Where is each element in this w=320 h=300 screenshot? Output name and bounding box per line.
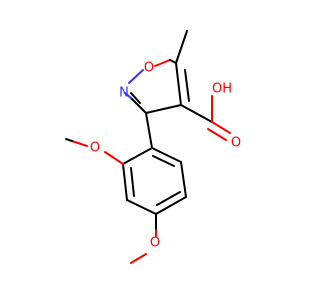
ring-nitrogen-label: N bbox=[119, 86, 129, 101]
isoxazole-ring bbox=[124, 59, 190, 114]
bond-ar-o-ortho bbox=[104, 151, 124, 165]
acid-hydroxyl-label: OH bbox=[212, 82, 232, 97]
para-methoxy-group bbox=[130, 213, 157, 264]
bond-o-ch3-ortho bbox=[71, 140, 88, 147]
bond-o-ch3-para bbox=[130, 253, 147, 264]
bond-c-o-double-a bbox=[211, 121, 231, 134]
bond-c4-c3 bbox=[145, 104, 182, 114]
structure-canvas: O N OH O O O bbox=[65, 30, 241, 264]
acid-carbonyl-oxygen-label: O bbox=[231, 136, 241, 151]
bond-c5-c4-double bbox=[184, 69, 190, 102]
para-methoxy-oxygen-label: O bbox=[150, 236, 160, 251]
bond-c-o-double-b bbox=[207, 128, 227, 141]
bond-ar-4-5 bbox=[155, 196, 187, 215]
bond-o1-c5 bbox=[154, 59, 171, 67]
bond-c5-c4 bbox=[175, 62, 182, 106]
bond-ar-1-2 bbox=[122, 147, 153, 165]
bond-ar-6-1-double bbox=[152, 155, 175, 167]
bond-o1-c5-b bbox=[169, 59, 177, 64]
ortho-methoxy-group bbox=[65, 138, 124, 165]
ortho-methoxy-oxygen-label: O bbox=[90, 141, 100, 156]
bond-c3-c1prime bbox=[145, 112, 153, 149]
ring-oxygen-label: O bbox=[144, 61, 154, 76]
bond-c3-n2 bbox=[130, 97, 147, 114]
bond-ar-2-3 bbox=[122, 163, 128, 201]
bond-ar-3-4 bbox=[126, 199, 157, 215]
molecule-structure: O N OH O O O bbox=[65, 30, 241, 264]
bond-c3-n2-double bbox=[130, 92, 141, 104]
bond-ar-6-1 bbox=[151, 147, 182, 163]
bond-ar-5-6 bbox=[180, 161, 187, 198]
benzene-ring bbox=[122, 112, 187, 215]
bond-c3-n2-n bbox=[124, 92, 132, 99]
carboxylic-acid-group bbox=[180, 95, 231, 141]
bond-ar-2-3-double bbox=[130, 167, 135, 197]
bond-c5-methyl bbox=[175, 30, 188, 64]
bond-n2-o1 bbox=[128, 69, 144, 84]
bond-ar-4-5-double bbox=[156, 191, 181, 206]
bond-c4-cooh bbox=[180, 104, 213, 123]
bond-o-ch3-ortho-c bbox=[65, 138, 73, 142]
